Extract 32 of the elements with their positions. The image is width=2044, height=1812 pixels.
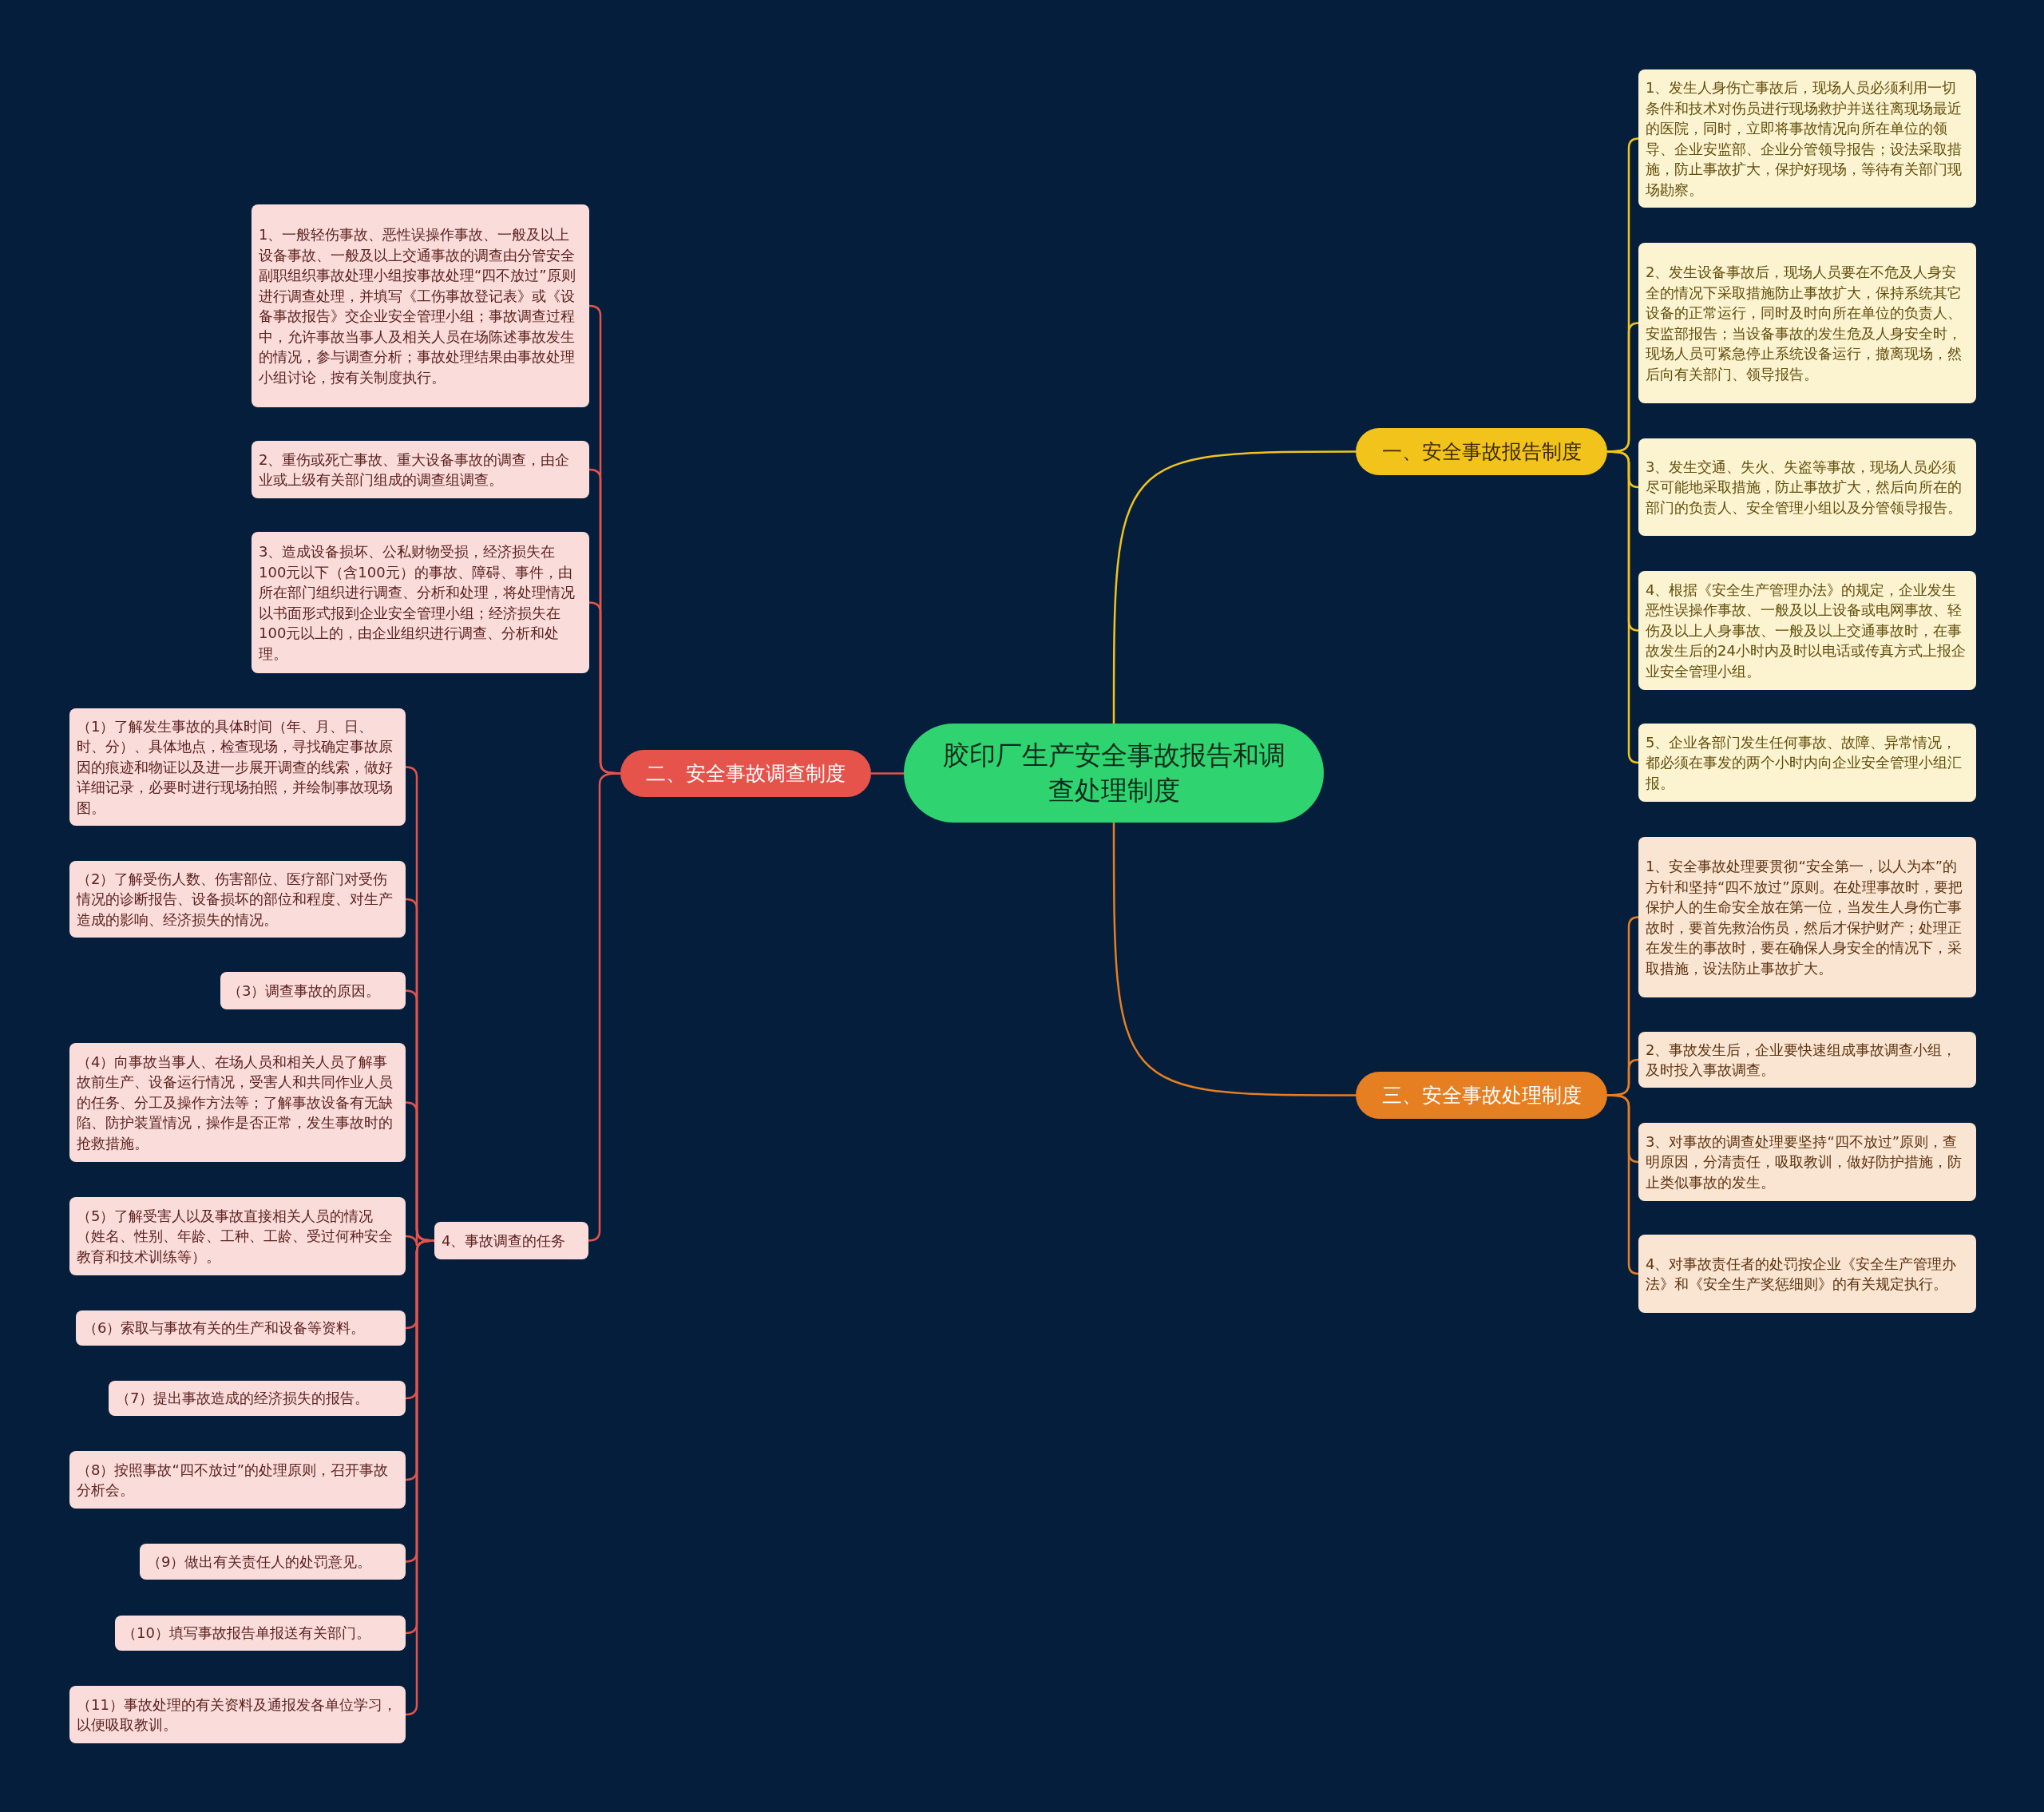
note-box: （8）按照事故“四不放过”的处理原则，召开事故分析会。	[69, 1451, 406, 1509]
note-box: （7）提出事故造成的经济损失的报告。	[109, 1381, 406, 1416]
connector-line	[1112, 450, 1356, 724]
note-box: （6）索取与事故有关的生产和设备等资料。	[76, 1310, 406, 1346]
note-box: 2、重伤或死亡事故、重大设备事故的调查，由企业或上级有关部门组成的调查组调查。	[252, 441, 589, 498]
subtopic-box: 4、事故调查的任务	[434, 1222, 588, 1259]
note-box: 4、对事故责任者的处罚按企业《安全生产管理办法》和《安全生产奖惩细则》的有关规定执行。	[1638, 1235, 1976, 1313]
note-box: （9）做出有关责任人的处罚意见。	[140, 1544, 406, 1580]
note-box: 2、事故发生后，企业要快速组成事故调查小组，及时投入事故调查。	[1638, 1032, 1976, 1088]
note-box: 3、对事故的调查处理要坚持“四不放过”原则，查明原因，分清责任，吸取教训，做好防护措施，防止类似事故的发生。	[1638, 1123, 1976, 1201]
note-box: 2、发生设备事故后，现场人员要在不危及人身安全的情况下采取措施防止事故扩大，保持系统其它设备的正常运行，同时及时向所在单位的负责人、安监部报告；当设备事故的发生危及人身安全时，现场人员可紧急停止系统设备运行，撤离现场，然后向有关部门、领导报告。	[1638, 243, 1976, 403]
note-box: （4）向事故当事人、在场人员和相关人员了解事故前生产、设备运行情况，受害人和共同作业人员的任务、分工及操作方法等；了解事故设备有无缺陷、防护装置情况，操作是否正常，发生事故时的抢救措施。	[69, 1043, 406, 1162]
branch-topic: 一、安全事故报告制度	[1356, 428, 1607, 475]
note-box: 3、发生交通、失火、失盗等事故，现场人员必须尽可能地采取措施，防止事故扩大，然后向所在的部门的负责人、安全管理小组以及分管领导报告。	[1638, 438, 1976, 536]
connector-line	[1112, 823, 1356, 1096]
note-box: 1、安全事故处理要贯彻“安全第一，以人为本”的方针和坚持“四不放过”原则。在处理事故时，要把保护人的生命安全放在第一位，当发生人身伤亡事故时，要首先救治伤员，然后才保护财产；处理正在发生的事故时，要在确保人身安全的情况下，采取措施，设法防止事故扩大。	[1638, 837, 1976, 997]
connector-line	[1607, 1094, 1639, 1275]
note-box: 1、一般轻伤事故、恶性误操作事故、一般及以上设备事故、一般及以上交通事故的调查由分管安全副职组织事故处理小组按事故处理“四不放过”原则进行调查处理，并填写《工伤事故登记表》或《设备事故报告》交企业安全管理小组；事故调查过程中，允许事故当事人及相关人员在场陈述事故发生的情况，参与调查分析；事故处理结果由事故处理小组讨论，按有关制度执行。	[252, 204, 589, 407]
note-box: 3、造成设备损坏、公私财物受损，经济损失在100元以下（含100元）的事故、障碍、事件，由所在部门组织进行调查、分析和处理，将处理情况以书面形式报到企业安全管理小组；经济损失在100元以上的，由企业组织进行调查、分析和处理。	[252, 532, 589, 673]
branch-topic: 二、安全事故调查制度	[620, 750, 871, 797]
note-box: （5）了解受害人以及事故直接相关人员的情况（姓名、性别、年龄、工种、工龄、受过何种安全教育和技术训练等）。	[69, 1197, 406, 1275]
connector-line	[871, 772, 904, 775]
note-box: （2）了解受伤人数、伤害部位、医疗部门对受伤情况的诊断报告、设备损坏的部位和程度、对生产造成的影响、经济损失的情况。	[69, 861, 406, 938]
note-box: （1）了解发生事故的具体时间（年、月、日、时、分）、具体地点，检查现场，寻找确定事故原因的痕迹和物证以及进一步展开调查的线索，做好详细记录，必要时进行现场拍照，并绘制事故现场图。	[69, 708, 406, 826]
note-box: （11）事故处理的有关资料及通报发各单位学习，以便吸取教训。	[69, 1686, 406, 1743]
note-box: （3）调查事故的原因。	[220, 972, 406, 1009]
note-box: （10）填写事故报告单报送有关部门。	[115, 1616, 406, 1651]
note-box: 5、企业各部门发生任何事故、故障、异常情况，都必须在事发的两个小时内向企业安全管理小组汇报。	[1638, 724, 1976, 802]
branch-topic: 三、安全事故处理制度	[1356, 1072, 1607, 1119]
note-box: 4、根据《安全生产管理办法》的规定，企业发生恶性误操作事故、一般及以上设备或电网事故、轻伤及以上人身事故、一般及以上交通事故时，在事故发生后的24小时内及时以电话或传真方式上报企业安全管理小组。	[1638, 571, 1976, 690]
central-topic: 胶印厂生产安全事故报告和调查处理制度	[904, 724, 1324, 823]
note-box: 1、发生人身伤亡事故后，现场人员必须利用一切条件和技术对伤员进行现场救护并送往离现场最近的医院，同时，立即将事故情况向所在单位的领导、企业安监部、企业分管领导报告；设法采取措施，防止事故扩大，保护好现场，等待有关部门现场勘察。	[1638, 69, 1976, 208]
